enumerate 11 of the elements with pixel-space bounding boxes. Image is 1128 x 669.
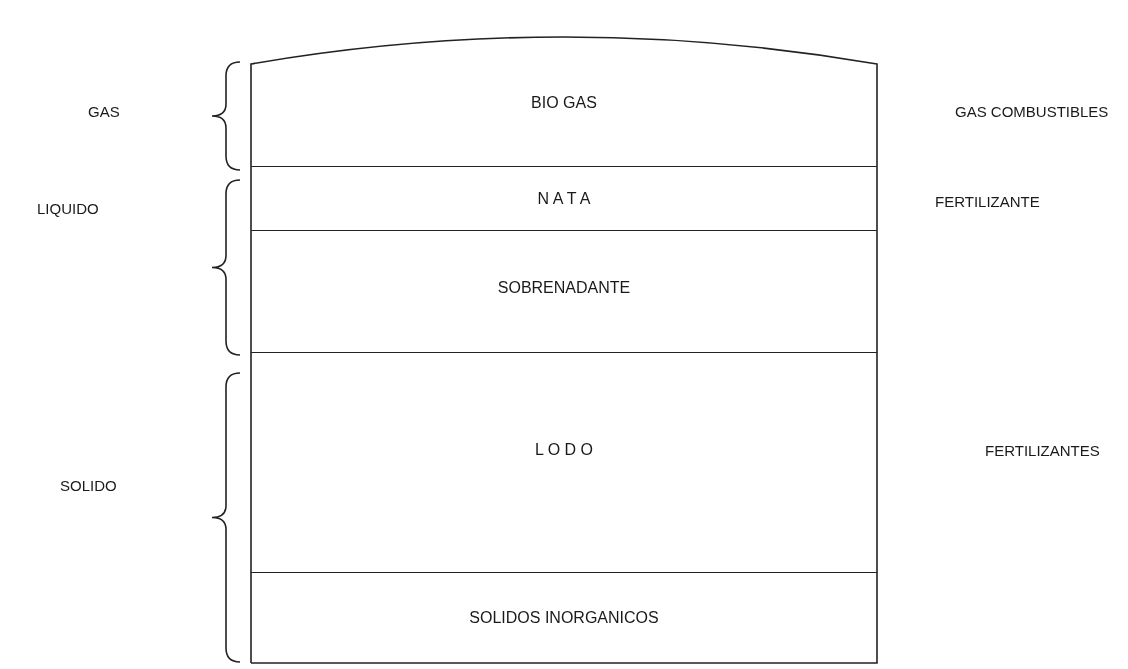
phase-label: LIQUIDO	[37, 200, 99, 217]
product-label: FERTILIZANTES	[985, 442, 1100, 459]
layer-label: SOLIDOS INORGANICOS	[469, 609, 659, 627]
phase-label: SOLIDO	[60, 477, 117, 494]
product-label: FERTILIZANTE	[935, 193, 1040, 210]
product-label: GAS COMBUSTIBLES	[955, 103, 1109, 120]
layer-label: SOBRENADANTE	[497, 278, 631, 297]
layer-label: BIO GAS	[531, 94, 597, 112]
layer-label: L O D O	[534, 440, 594, 459]
layer-label: N A T A	[537, 189, 591, 208]
phase-label: GAS	[88, 103, 120, 120]
